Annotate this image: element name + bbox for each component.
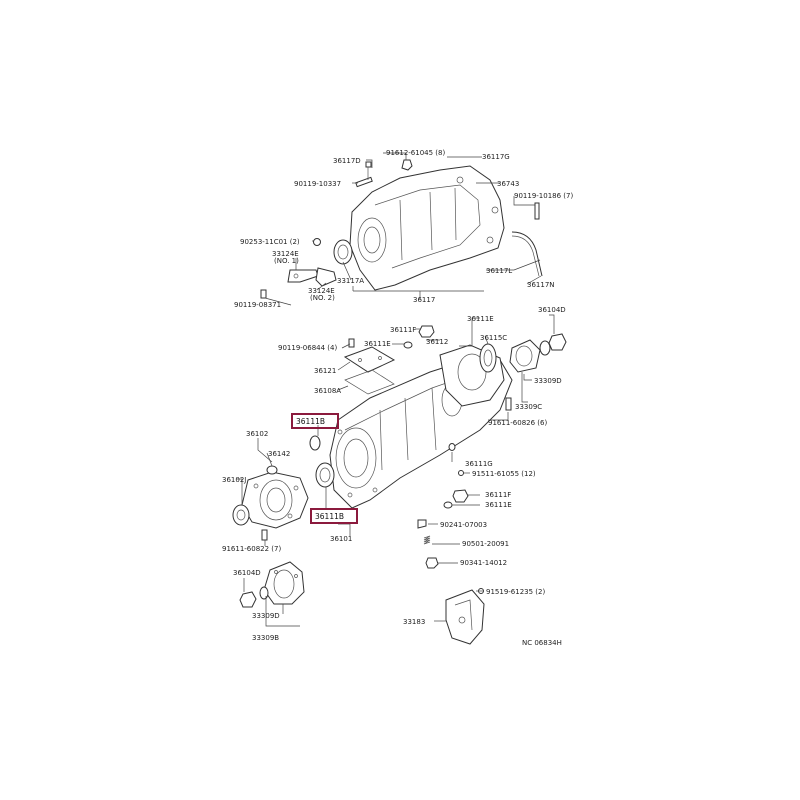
label-91612-61045[interactable]: 91612-61045 (8) [386, 149, 445, 157]
label-90253-11c01[interactable]: 90253-11C01 (2) [240, 238, 300, 246]
bracket-33124e-no2 [315, 267, 337, 287]
oil-seal-33117a [333, 239, 353, 265]
seal-36142 [266, 465, 278, 475]
label-90341-14012[interactable]: 90341-14012 [460, 559, 507, 567]
reference-code: NC 06834H [522, 639, 562, 647]
label-90501-20091[interactable]: 90501-20091 [462, 540, 509, 548]
bolt-36117d [365, 161, 372, 180]
highlight-36111b-bottom [310, 508, 358, 524]
highlight-36111b-top [291, 413, 339, 429]
label-90119-10337[interactable]: 90119-10337 [294, 180, 341, 188]
label-90119-06844[interactable]: 90119-06844 (4) [278, 344, 337, 352]
adapter-housing-assembly [349, 165, 505, 291]
plug-90241-07003 [417, 519, 427, 529]
seal-36102j [232, 504, 250, 526]
flange-33309d-bottom [263, 561, 305, 605]
label-33124e-no1[interactable]: 33124E [272, 250, 299, 258]
bolt-90119-06844 [348, 338, 355, 348]
label-36142[interactable]: 36142 [268, 450, 290, 458]
washer-top-right [539, 340, 551, 356]
label-90241-07003[interactable]: 90241-07003 [440, 521, 487, 529]
plug-90253 [313, 238, 321, 246]
label-36743[interactable]: 36743 [497, 180, 519, 188]
label-36121[interactable]: 36121 [314, 367, 336, 375]
highlight-boxes [291, 413, 358, 524]
stud-90119-10186 [534, 202, 540, 220]
bolt-90119-10337 [355, 176, 373, 188]
label-36117[interactable]: 36117 [413, 296, 435, 304]
label-33309d-bottom[interactable]: 33309D [252, 612, 280, 620]
label-36104d-bottom[interactable]: 36104D [233, 569, 261, 577]
label-33183[interactable]: 33183 [403, 618, 425, 626]
label-36102j[interactable]: 36102J [222, 476, 246, 484]
label-33124e-no2[interactable]: 33124E [308, 287, 335, 295]
bolt-90341-14012 [425, 557, 439, 569]
label-36115c[interactable]: 36115C [480, 334, 507, 342]
spring-90501-20091 [423, 535, 431, 545]
flange-33309d-top [509, 339, 541, 373]
label-33124e-no2-qualifier: (NO. 2) [310, 294, 335, 302]
breather-tube-36117l [511, 231, 543, 277]
label-36112[interactable]: 36112 [426, 338, 448, 346]
label-36111b-bottom[interactable]: 36111B [315, 512, 344, 521]
label-36111e-bottom[interactable]: 36111E [485, 501, 512, 509]
label-36117l[interactable]: 36117L [486, 267, 512, 275]
label-36111e-main[interactable]: 36111E [467, 315, 494, 323]
label-36111b-top[interactable]: 36111B [296, 417, 325, 426]
label-36117n[interactable]: 36117N [527, 281, 555, 289]
label-33117a[interactable]: 33117A [337, 277, 364, 285]
label-36108a[interactable]: 36108A [314, 387, 341, 395]
bolt-36111f-top [418, 325, 435, 338]
bolt-91611-60826 [505, 397, 512, 411]
label-36111f-top[interactable]: 36111F [390, 326, 416, 334]
label-91511-61055[interactable]: 91511-61055 (12) [472, 470, 536, 478]
part-labels: 36117D 91612-61045 (8) 36117G 90119-1033… [222, 149, 573, 647]
seal-36111b-bottom [315, 462, 335, 488]
nut-91612-61045 [401, 159, 413, 171]
label-33309b[interactable]: 33309B [252, 634, 279, 642]
bolt-91511-61055 [458, 470, 464, 476]
label-90119-10186[interactable]: 90119-10186 (7) [514, 192, 573, 200]
bracket-33183 [445, 589, 485, 645]
label-33309d-top[interactable]: 33309D [534, 377, 562, 385]
plug-36111g [448, 443, 456, 451]
label-36111g[interactable]: 36111G [465, 460, 493, 468]
leader-lines [236, 152, 555, 627]
nut-36104d-top [548, 333, 567, 351]
cover-36121 [343, 346, 396, 373]
plug-36111f-bottom [452, 489, 469, 503]
label-36111f-bottom[interactable]: 36111F [485, 491, 511, 499]
label-33309c[interactable]: 33309C [515, 403, 542, 411]
label-36117g[interactable]: 36117G [482, 153, 510, 161]
label-33124e-no1-qualifier: (NO. 1) [274, 257, 299, 265]
washer-bottom-left [259, 586, 269, 600]
label-90119-08371[interactable]: 90119-08371 [234, 301, 281, 309]
label-36104d-top[interactable]: 36104D [538, 306, 566, 314]
label-36101[interactable]: 36101 [330, 535, 352, 543]
seal-36115c [479, 343, 497, 373]
oring-36111e-top [403, 341, 413, 349]
gasket-36108a [344, 369, 395, 395]
bolt-91611-60822 [261, 529, 268, 541]
front-housing-36102 [241, 471, 309, 529]
nut-36104d-bottom [239, 591, 257, 608]
label-36111e-top[interactable]: 36111E [364, 340, 391, 348]
label-91611-60822[interactable]: 91611-60822 (7) [222, 545, 281, 553]
seal-36111b-top [309, 435, 321, 451]
label-36117d[interactable]: 36117D [333, 157, 361, 165]
label-91519-61235[interactable]: 91519-61235 (2) [486, 588, 545, 596]
label-91611-60826[interactable]: 91611-60826 (6) [488, 419, 547, 427]
label-36102[interactable]: 36102 [246, 430, 268, 438]
washer-36111e-bottom [443, 501, 453, 509]
bolt-90119-08371 [260, 289, 267, 299]
bracket-33124e-no1 [287, 269, 319, 283]
